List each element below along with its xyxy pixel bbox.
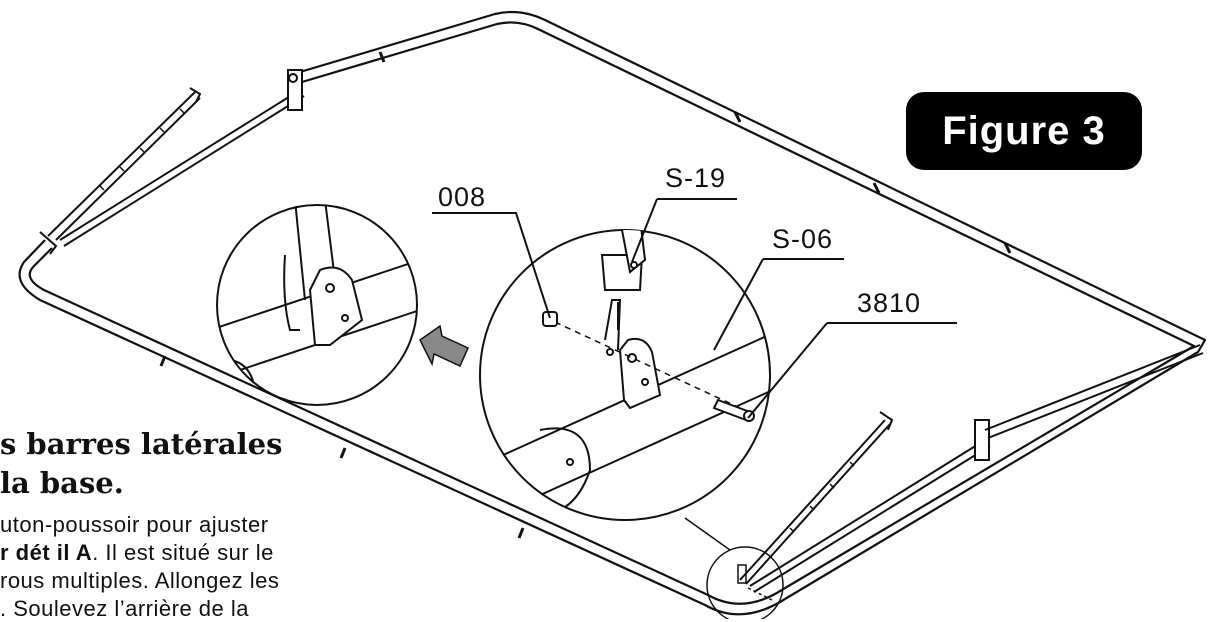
direction-arrow [419, 324, 469, 367]
instruction-line-4: . Soulevez l’arrière de la [0, 596, 250, 621]
tube-joints [159, 51, 1012, 539]
detail-view-assembled [216, 204, 418, 406]
instruction-line-2: r dét il A. Il est situé sur le [0, 540, 274, 566]
callout-s-19: S-19 [665, 163, 727, 193]
figure-label: Figure 3 [906, 92, 1142, 170]
right-front-upright [739, 344, 1204, 593]
detail-a-reference: r dét il A [0, 540, 93, 565]
callout-s-06: S-06 [772, 224, 834, 254]
instruction-line-3: rous multiples. Allongez les [0, 568, 280, 593]
callout-008: 008 [438, 182, 487, 212]
detail-locator-circle [684, 517, 784, 619]
callout-3810: 3810 [857, 288, 922, 318]
step-heading-line-2: la base. [0, 466, 124, 500]
leader-lines [432, 198, 957, 419]
instruction-line-2-rest: . Il est situé sur le [92, 540, 274, 565]
base-frame [18, 10, 1207, 616]
step-heading-line-1: s barres latérales [0, 427, 283, 461]
left-rear-upright [39, 69, 305, 255]
instruction-line-1: uton-poussoir pour ajuster [0, 512, 269, 537]
detail-view-exploded [479, 229, 771, 521]
